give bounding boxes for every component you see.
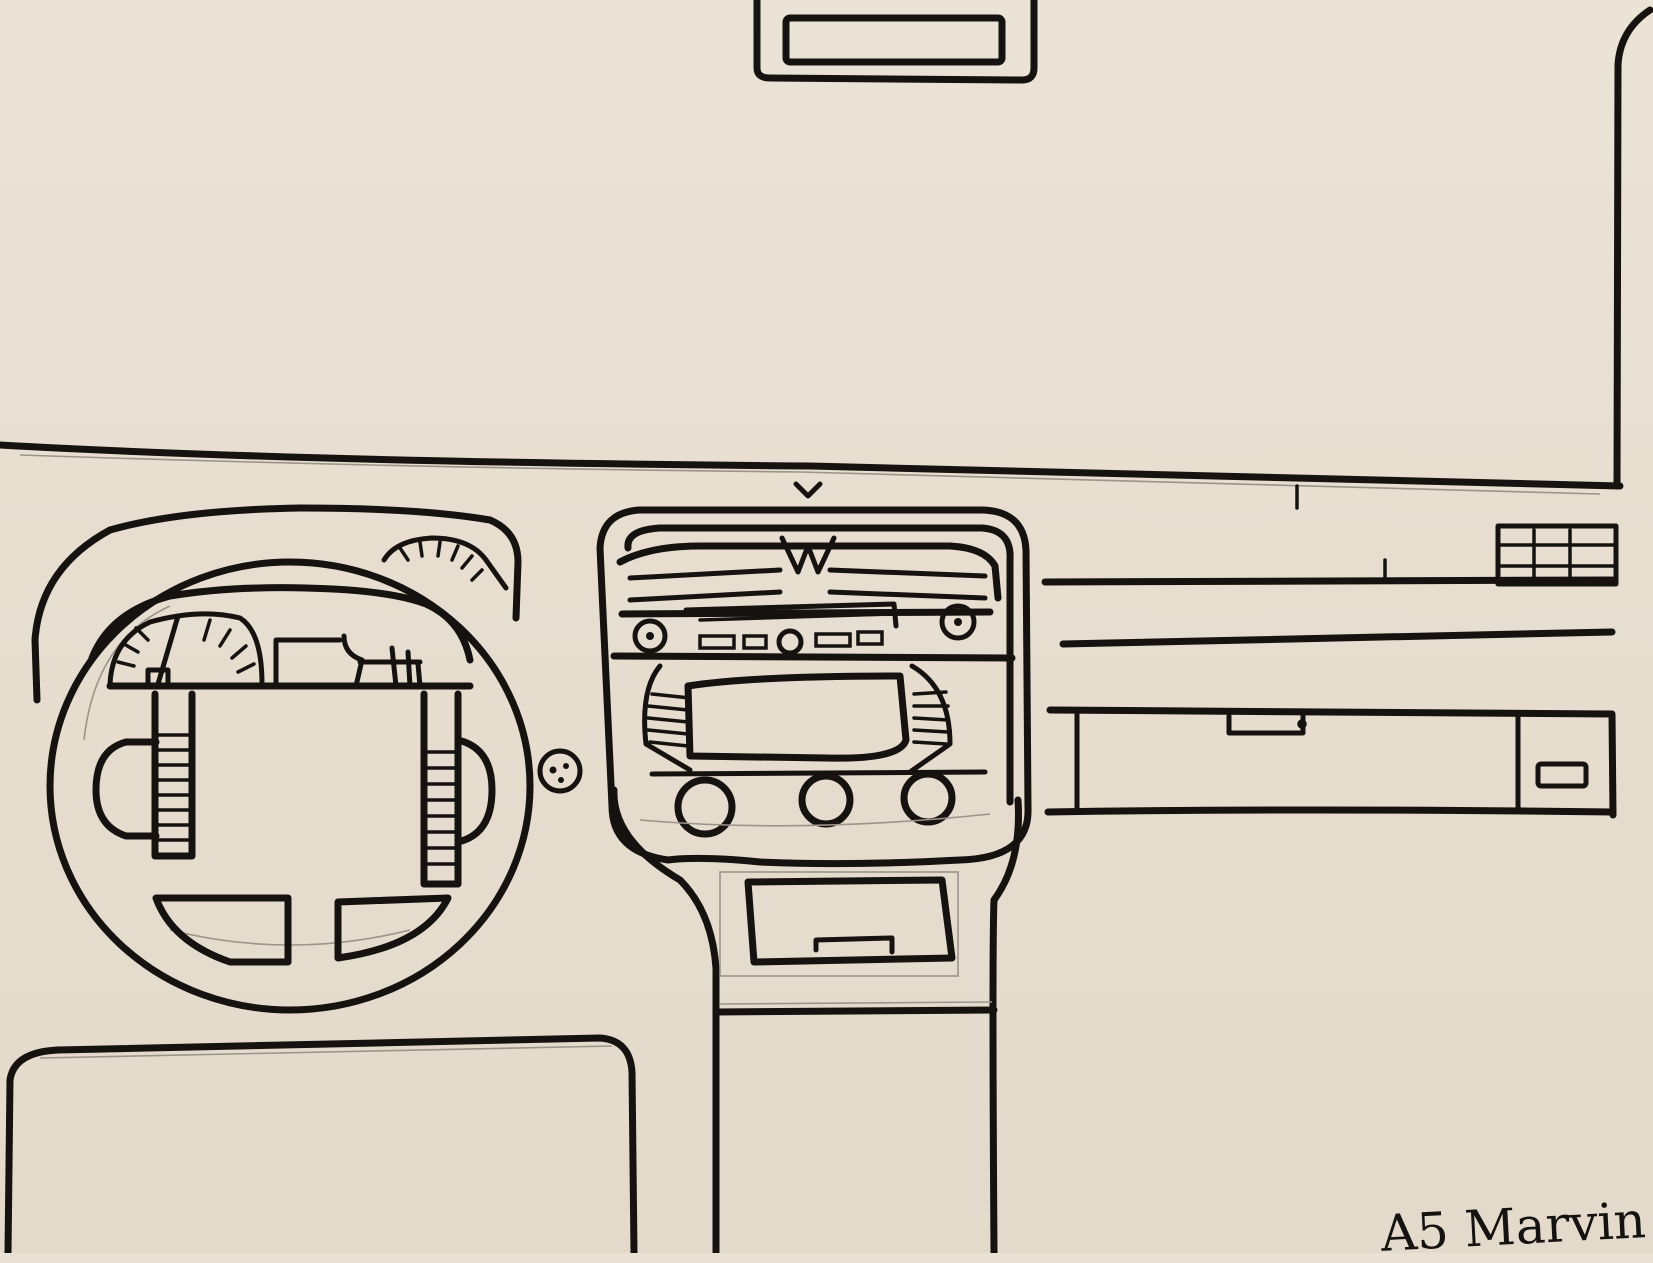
right-air-vent <box>1495 523 1619 587</box>
console-tray <box>712 871 998 1016</box>
wheel-bottom-right-pad <box>334 894 452 962</box>
glovebox-latch <box>1226 713 1307 736</box>
wheel-bottom-left-pad <box>152 894 292 966</box>
tachometer-gauge <box>273 633 423 689</box>
instrument-hood <box>31 504 522 704</box>
infotainment-screen <box>684 672 910 762</box>
ignition-switch <box>537 748 583 794</box>
rearview-mirror <box>753 0 1038 84</box>
right-dash-panels <box>1041 558 1617 819</box>
speedometer-gauge <box>107 611 265 689</box>
right-center-vent <box>907 663 953 775</box>
driver-seat <box>4 1034 638 1253</box>
center-stack <box>596 506 1032 1253</box>
climate-knobs <box>639 769 991 838</box>
brand-emblem <box>779 535 837 575</box>
passenger-button <box>1535 761 1589 789</box>
windshield-frame <box>0 6 1653 510</box>
radio-unit <box>610 601 1016 662</box>
wheel-left-spoke <box>92 690 196 860</box>
wheel-right-spoke <box>420 690 496 888</box>
center-air-vent <box>616 542 1002 618</box>
left-center-vent <box>642 663 693 773</box>
